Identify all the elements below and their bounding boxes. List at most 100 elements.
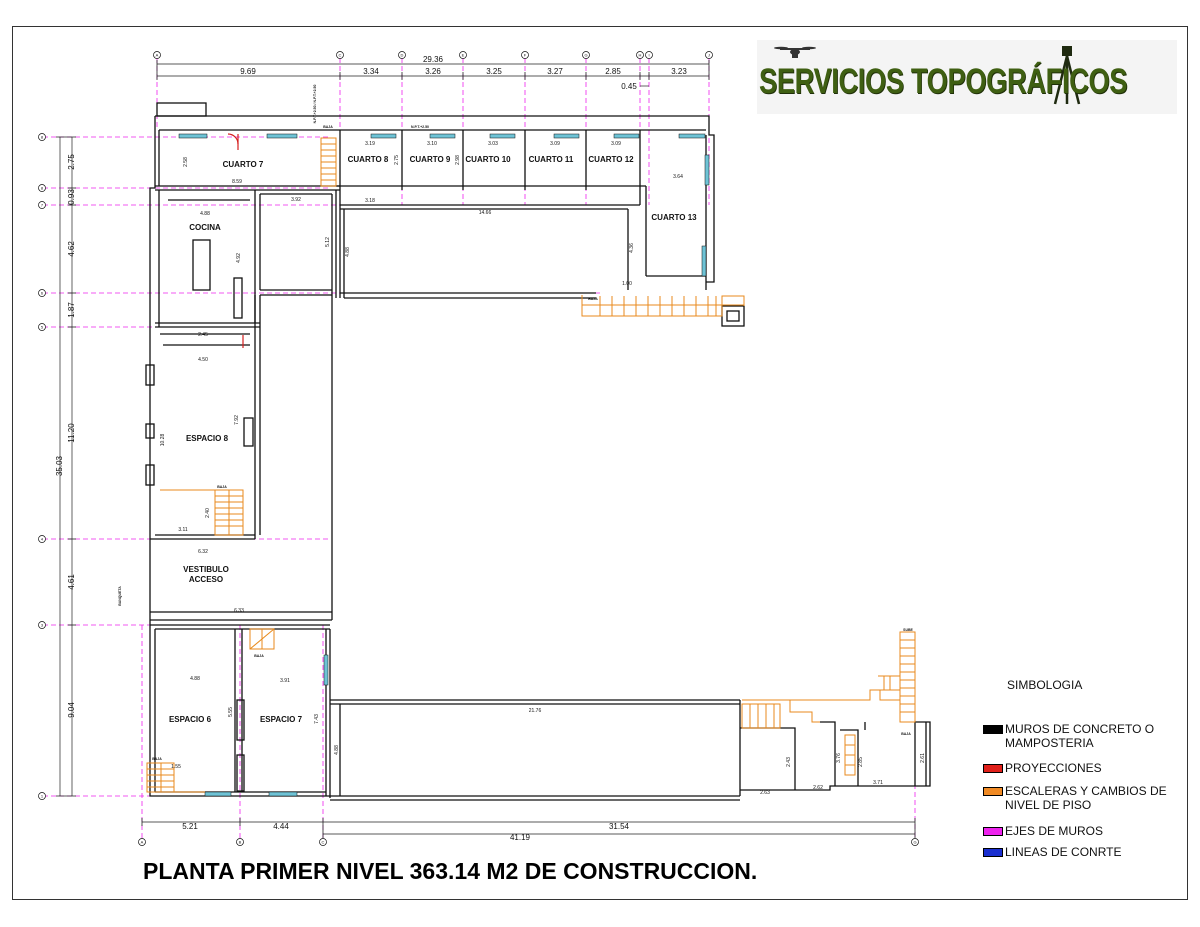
svg-text:3.27: 3.27 (547, 67, 563, 76)
svg-text:4.92: 4.92 (236, 253, 242, 263)
svg-text:4.50: 4.50 (198, 357, 208, 363)
svg-text:3.03: 3.03 (488, 141, 498, 147)
svg-text:B: B (239, 840, 242, 845)
room-cocina: COCINA (189, 223, 221, 232)
sheet-border (12, 26, 1188, 900)
svg-text:35.03: 35.03 (55, 455, 64, 476)
svg-text:6.33: 6.33 (234, 608, 244, 614)
svg-text:G: G (584, 53, 587, 58)
svg-text:2.98: 2.98 (455, 155, 461, 165)
drone-icon (774, 46, 816, 58)
svg-text:41.19: 41.19 (510, 833, 531, 842)
svg-text:9.69: 9.69 (240, 67, 256, 76)
legend-swatch-projections (983, 764, 1003, 773)
room-espacio-6: ESPACIO 6 (169, 715, 212, 724)
svg-text:2.43: 2.43 (786, 757, 792, 767)
svg-text:BAJA: BAJA (901, 732, 911, 736)
svg-text:2.62: 2.62 (813, 785, 823, 791)
svg-text:5.55: 5.55 (228, 707, 234, 717)
legend-swatch-cut-lines (983, 848, 1003, 857)
svg-text:9.04: 9.04 (67, 702, 76, 718)
room-espacio-8: ESPACIO 8 (186, 434, 229, 443)
svg-text:7.43: 7.43 (314, 714, 320, 724)
svg-text:6: 6 (41, 291, 44, 296)
svg-text:SUBE: SUBE (903, 628, 913, 632)
svg-text:4.44: 4.44 (273, 822, 289, 831)
room-acceso: ACCESO (189, 575, 223, 584)
svg-text:C: C (339, 53, 342, 58)
svg-text:3.64: 3.64 (673, 174, 683, 180)
room-cuarto-9: CUARTO 9 (410, 155, 451, 164)
svg-text:C: C (322, 840, 325, 845)
legend-item-axes: EJES DE MUROS (983, 824, 1190, 838)
dimension-lines (59, 63, 915, 835)
room-cuarto-10: CUARTO 10 (465, 155, 511, 164)
svg-text:11.20: 11.20 (67, 423, 76, 443)
legend-label: MUROS DE CONCRETO O MAMPOSTERIA (1005, 722, 1155, 750)
svg-text:2.45: 2.45 (198, 332, 208, 338)
svg-text:4.88: 4.88 (334, 745, 340, 755)
svg-text:N.P.T.+2.50 / N.P.T.+2.50: N.P.T.+2.50 / N.P.T.+2.50 (313, 85, 317, 124)
svg-text:2.85: 2.85 (858, 757, 864, 767)
svg-text:E: E (462, 53, 465, 58)
svg-text:1.87: 1.87 (67, 302, 76, 318)
svg-text:7: 7 (41, 203, 44, 208)
projections (227, 133, 244, 348)
svg-text:2.58: 2.58 (183, 157, 189, 167)
svg-text:5.12: 5.12 (325, 237, 331, 247)
overall-dimensions: 29.36 9.69 3.34 3.26 3.25 3.27 2.85 3.23… (55, 55, 687, 842)
interior-dimensions: 2.58 8.59 3.19 2.75 3.10 2.98 3.03 3.09 … (152, 85, 926, 796)
room-cuarto-8: CUARTO 8 (348, 155, 389, 164)
svg-text:D: D (401, 53, 404, 58)
svg-text:2.85: 2.85 (605, 67, 621, 76)
legend-swatch-axes (983, 827, 1003, 836)
legend-item-cut-lines: LINEAS DE CONRTE (983, 845, 1190, 859)
svg-text:F: F (524, 53, 527, 58)
svg-text:5.21: 5.21 (182, 822, 198, 831)
svg-text:3.71: 3.71 (873, 780, 883, 786)
legend-label: EJES DE MUROS (1005, 824, 1104, 838)
legend-item-walls: MUROS DE CONCRETO O MAMPOSTERIA (983, 722, 1190, 750)
svg-text:3.19: 3.19 (365, 141, 375, 147)
svg-text:10.28: 10.28 (160, 434, 166, 447)
plan-title: PLANTA PRIMER NIVEL 363.14 M2 DE CONSTRU… (143, 858, 758, 884)
svg-text:7.92: 7.92 (234, 415, 240, 425)
svg-text:I: I (648, 53, 649, 58)
svg-text:6.32: 6.32 (198, 549, 208, 555)
svg-text:H: H (639, 53, 642, 58)
svg-text:BAJA: BAJA (152, 757, 162, 761)
svg-text:4.62: 4.62 (67, 241, 76, 257)
svg-text:A: A (156, 53, 159, 58)
svg-text:3.76: 3.76 (836, 753, 842, 763)
legend-swatch-walls (983, 725, 1003, 734)
svg-text:1.00: 1.00 (622, 281, 632, 287)
svg-text:0.93: 0.93 (67, 189, 76, 205)
walls (145, 102, 931, 801)
axis-bubbles (38, 51, 919, 846)
room-labels: CUARTO 7 CUARTO 8 CUARTO 9 CUARTO 10 CUA… (118, 155, 697, 724)
svg-text:4.88: 4.88 (190, 676, 200, 682)
logo-wordmark: SERVICIOS TOPOGRÁFICOS (759, 62, 1128, 101)
svg-text:21.76: 21.76 (529, 708, 542, 714)
svg-text:BAJA: BAJA (217, 485, 227, 489)
company-logo: SERVICIOS TOPOGRÁFICOS (757, 40, 1177, 114)
svg-text:BAJA: BAJA (588, 297, 598, 301)
svg-text:3.10: 3.10 (427, 141, 437, 147)
windows (178, 133, 710, 797)
svg-text:1: 1 (41, 794, 44, 799)
stairs (146, 137, 916, 793)
svg-text:4.36: 4.36 (629, 243, 635, 253)
room-cuarto-7: CUARTO 7 (223, 160, 264, 169)
legend-swatch-stairs (983, 787, 1003, 796)
svg-text:3.09: 3.09 (550, 141, 560, 147)
svg-text:14.66: 14.66 (479, 210, 492, 216)
svg-text:3.18: 3.18 (365, 198, 375, 204)
svg-text:2.40: 2.40 (205, 508, 211, 518)
svg-text:G: G (913, 840, 916, 845)
room-espacio-7: ESPACIO 7 (260, 715, 303, 724)
room-banqueta: BANQUETA (118, 586, 122, 606)
room-cuarto-13: CUARTO 13 (651, 213, 697, 222)
room-vestibulo: VESTIBULO (183, 565, 229, 574)
legend-label: PROYECCIONES (1005, 761, 1102, 775)
